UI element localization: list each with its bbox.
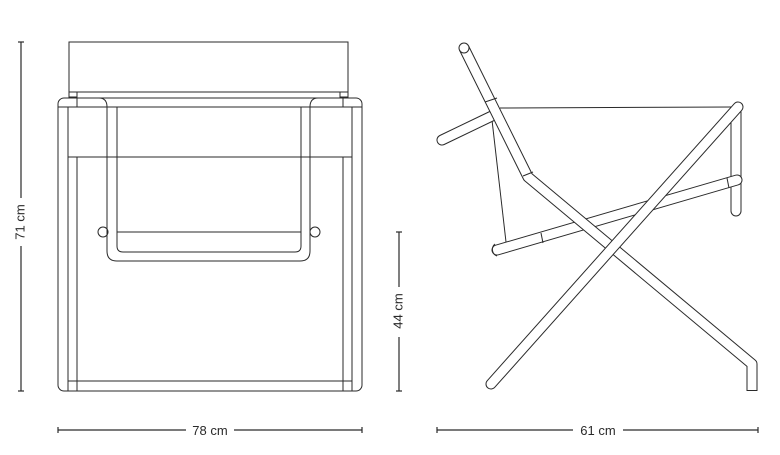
cushion-tab-left	[68, 91, 78, 98]
hook	[491, 243, 498, 257]
armrest-inner	[116, 107, 302, 253]
height-label: 71 cm	[12, 204, 27, 239]
width-dimension: 78 cm	[57, 423, 363, 438]
armrest-outer	[106, 97, 319, 262]
height-dimension: 71 cm	[12, 41, 27, 392]
armrest-tube	[437, 110, 499, 145]
seat-rail-tube	[492, 175, 742, 255]
seat-height-dimension: 44 cm	[390, 231, 405, 392]
side-view	[436, 42, 758, 391]
backrest-fabric-line	[499, 106, 734, 109]
front-leg-tube	[486, 102, 743, 389]
bolt-right	[309, 226, 321, 238]
depth-dimension: 61 cm	[436, 423, 759, 438]
back-leg-tube	[459, 46, 757, 390]
cushion-tab-right	[339, 91, 349, 98]
seat-height-label: 44 cm	[390, 293, 405, 328]
bolt-left	[97, 226, 109, 238]
width-label: 78 cm	[192, 423, 227, 438]
depth-label: 61 cm	[580, 423, 615, 438]
outer-frame	[57, 97, 363, 392]
seat-fabric-line	[491, 119, 507, 243]
front-view	[57, 41, 363, 392]
backrest-cushion	[68, 41, 349, 93]
